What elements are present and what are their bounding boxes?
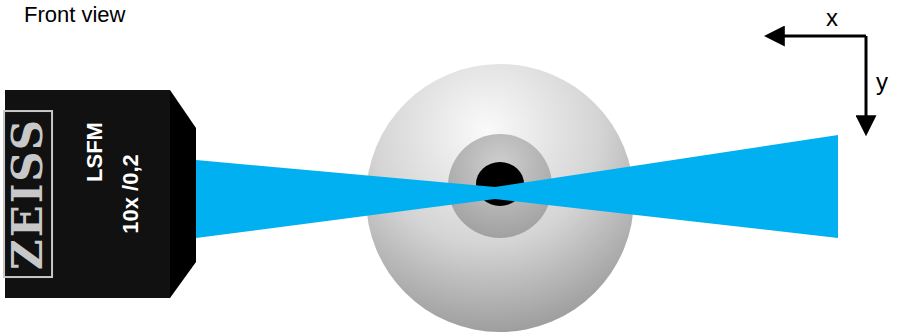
objective-body: ZEISS LSFM 10x /0,2 — [5, 90, 170, 298]
light-sheet — [196, 135, 838, 238]
axis-label: x — [826, 6, 838, 30]
y-axis-arrow — [865, 36, 868, 132]
objective-type: LSFM — [84, 122, 106, 182]
view-title: Front view — [24, 4, 125, 26]
x-axis-arrow — [768, 35, 866, 38]
objective-spec: 10x /0,2 — [120, 154, 142, 234]
objective-tip — [170, 90, 196, 298]
brand-logo: ZEISS — [3, 110, 53, 278]
axis-label: y — [876, 70, 888, 94]
